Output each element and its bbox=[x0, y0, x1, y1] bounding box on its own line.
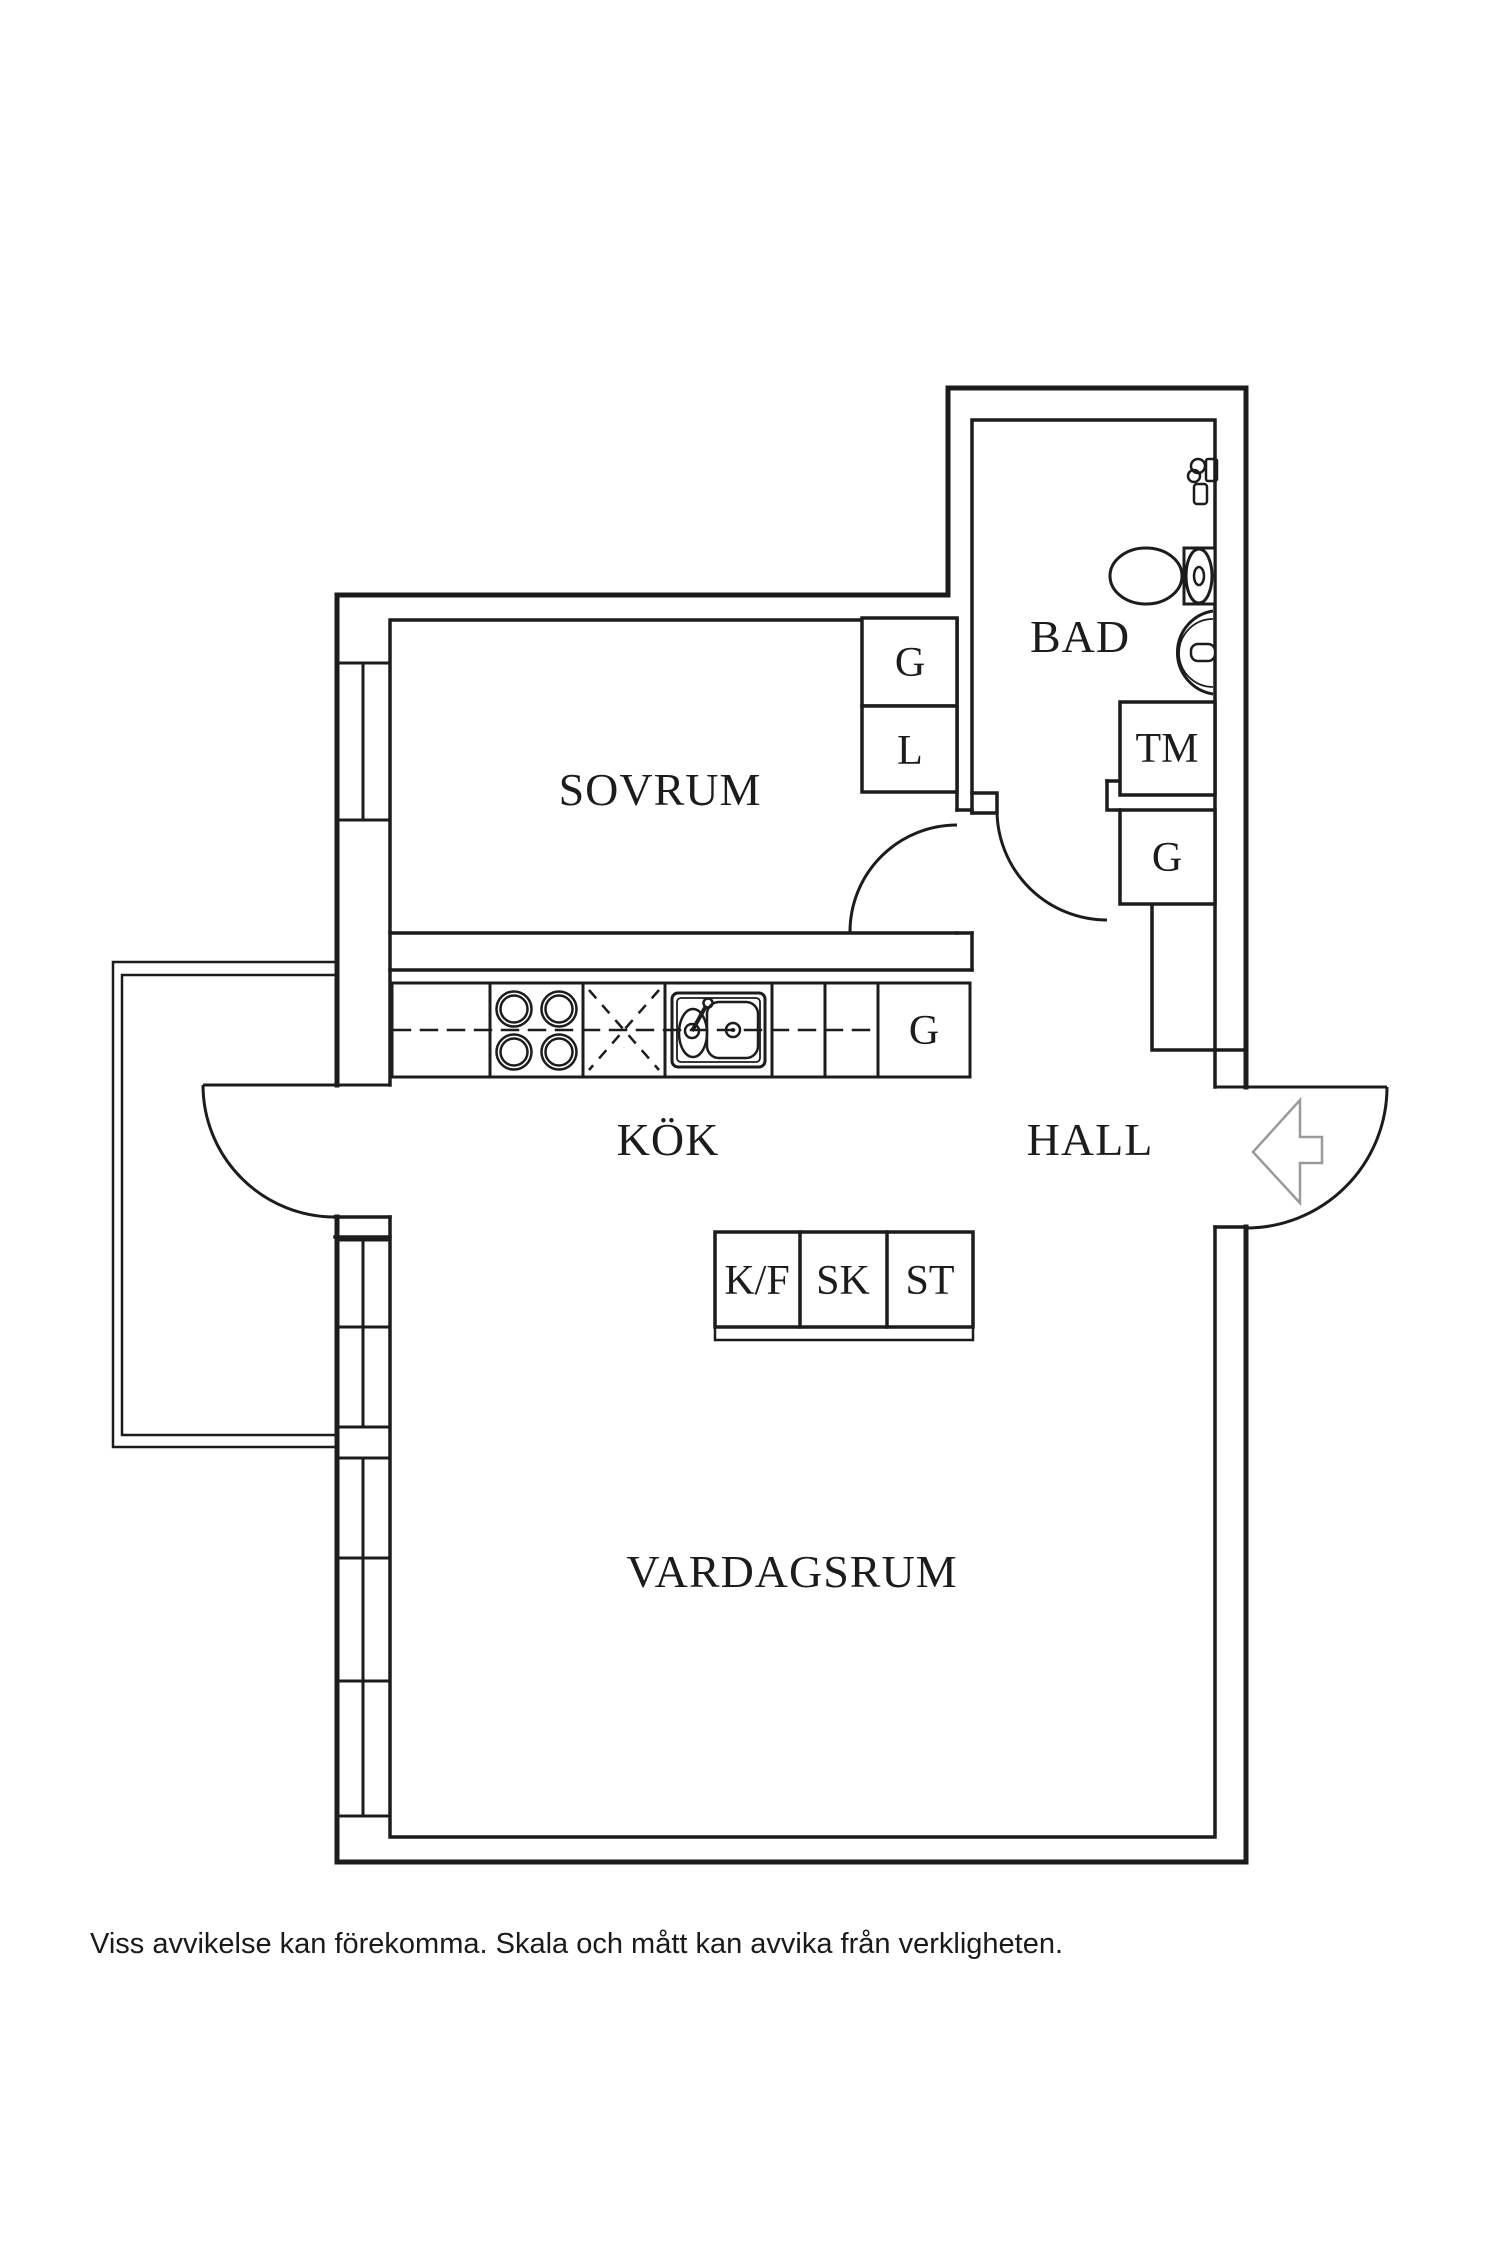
room-label-sovrum: SOVRUM bbox=[558, 764, 762, 815]
sink-icon bbox=[670, 991, 767, 1069]
label-pantry: SK bbox=[816, 1258, 870, 1304]
windows bbox=[335, 661, 392, 1818]
balcony-door-arc bbox=[201, 1084, 336, 1219]
toilet-icon bbox=[1108, 546, 1217, 606]
outer-walls bbox=[334, 385, 1249, 1865]
kitchen-counter bbox=[390, 981, 972, 1079]
disclaimer-text: Viss avvikelse kan förekomma. Skala och … bbox=[90, 1928, 1064, 1960]
label-fridge-freezer: K/F bbox=[724, 1258, 790, 1304]
shower-mixer-icon bbox=[1186, 457, 1219, 506]
dishwasher-icon bbox=[588, 989, 660, 1071]
label-kitchen-cabinet-g: G bbox=[908, 1008, 940, 1054]
label-washing-machine: TM bbox=[1135, 726, 1199, 772]
room-label-hall: HALL bbox=[1026, 1114, 1154, 1165]
inner-walls bbox=[333, 418, 1248, 1839]
entry-door-arc bbox=[1245, 1086, 1389, 1230]
doors bbox=[201, 809, 1389, 1230]
room-label-vardagsrum: VARDAGSRUM bbox=[626, 1546, 958, 1597]
sovrum-closet-bottom-box bbox=[860, 704, 959, 794]
hall-closet-box bbox=[1118, 808, 1217, 906]
washing-machine-box bbox=[1118, 700, 1217, 797]
washbasin-icon bbox=[1176, 609, 1217, 696]
room-label-kok: KÖK bbox=[616, 1114, 720, 1165]
label-cleaning-closet: ST bbox=[905, 1258, 955, 1304]
balcony bbox=[111, 960, 339, 1449]
closet-boxes bbox=[860, 616, 1217, 906]
label-hall-closet-g: G bbox=[1151, 835, 1183, 881]
sovrum-door-arc bbox=[848, 823, 958, 933]
entry-arrow-icon bbox=[1251, 1096, 1324, 1207]
kf-sk-st-unit bbox=[713, 1230, 975, 1342]
stove-icon bbox=[495, 990, 578, 1071]
room-label-bad: BAD bbox=[1029, 611, 1131, 662]
bad-door-arc bbox=[995, 809, 1108, 922]
label-sovrum-closet-l: L bbox=[897, 728, 923, 774]
label-sovrum-closet-g: G bbox=[894, 640, 926, 686]
